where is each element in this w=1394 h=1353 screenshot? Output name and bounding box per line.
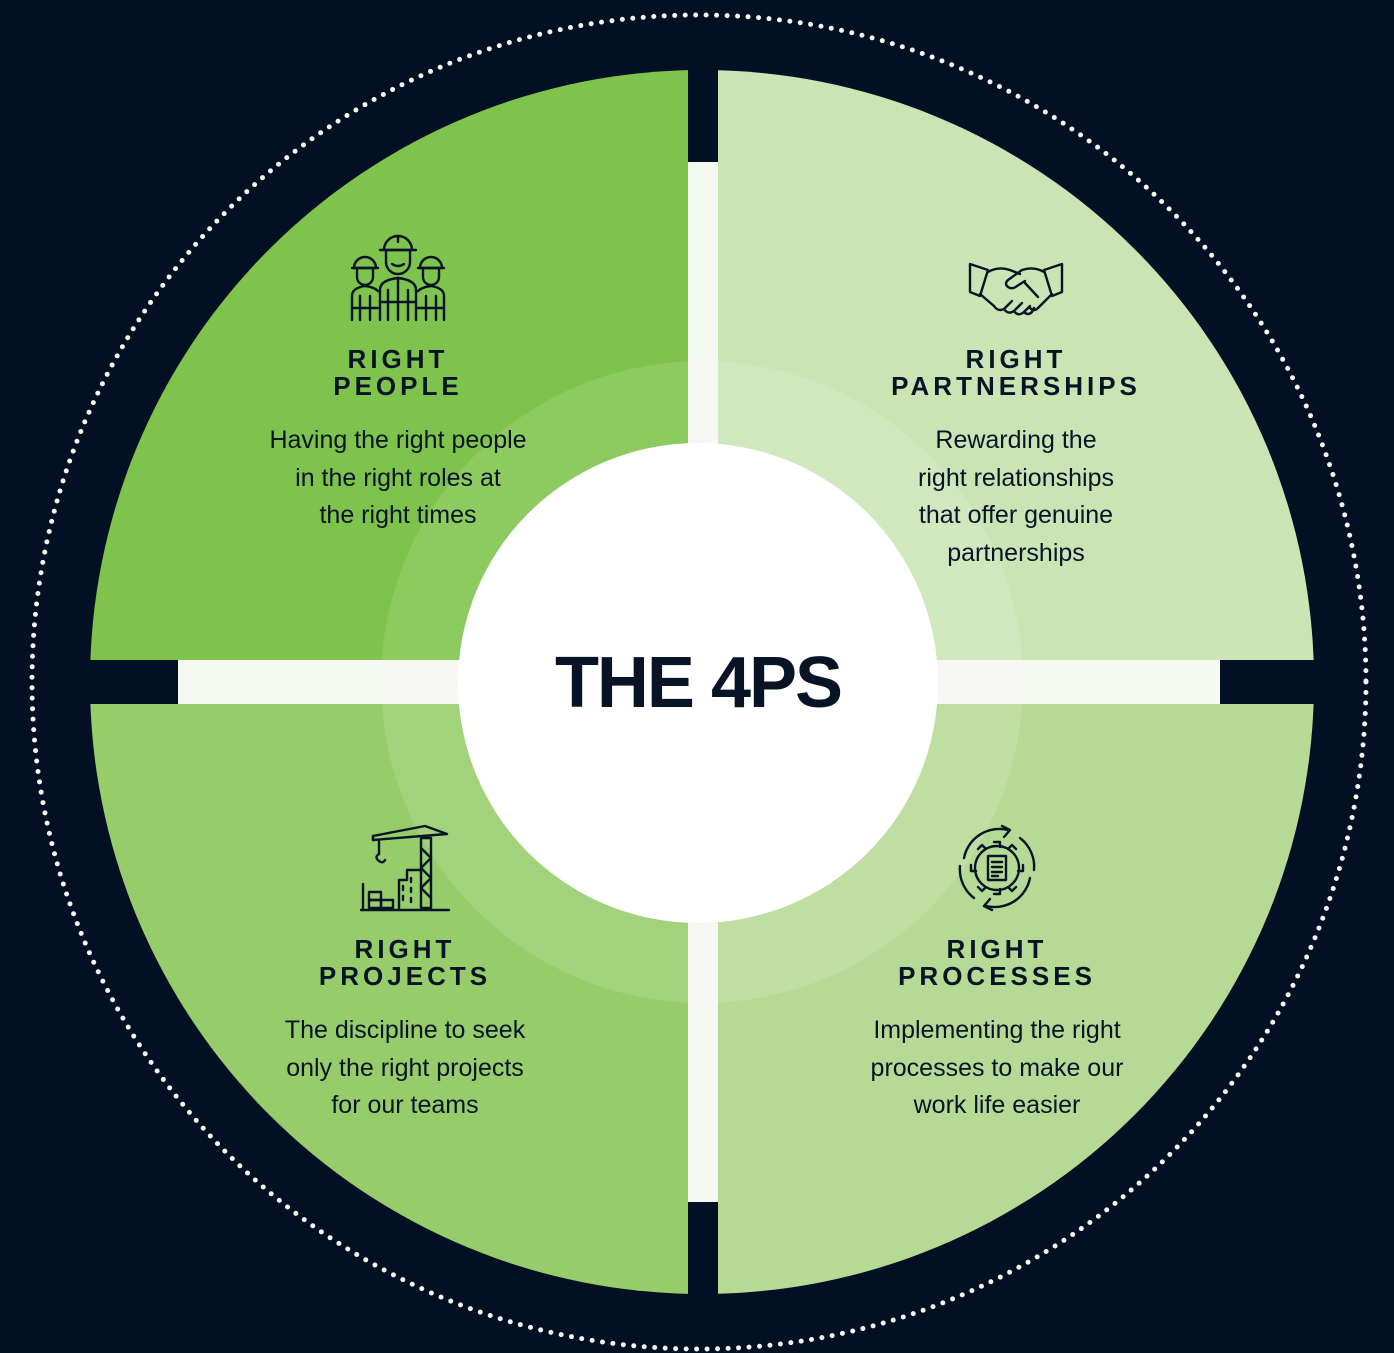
- gear-cycle-icon: [958, 824, 1036, 912]
- quadrant-processes-heading: RIGHT PROCESSES: [898, 934, 1096, 991]
- crane-building-icon: [359, 824, 451, 912]
- quadrant-processes: RIGHT PROCESSES Implementing the right p…: [827, 824, 1167, 1125]
- quadrant-processes-description: Implementing the right processes to make…: [870, 1016, 1124, 1119]
- quadrant-projects-heading: RIGHT PROJECTS: [318, 934, 492, 991]
- construction-workers-icon: [350, 234, 446, 322]
- center-title: THE 4PS: [554, 643, 843, 723]
- outer-dotted-ring: [29, 12, 1369, 1352]
- quadrant-people-description: Having the right people in the right rol…: [269, 426, 527, 529]
- handshake-icon: [968, 262, 1064, 316]
- quadrant-projects-description: The discipline to seek only the right pr…: [284, 1016, 526, 1119]
- center-circle: [458, 443, 938, 923]
- quadrant-partnerships-description: Rewarding the right relationships that o…: [918, 426, 1114, 567]
- quadrant-partnerships-heading: RIGHT PARTNERSHIPS: [891, 344, 1141, 401]
- quadrant-people-heading: RIGHT PEOPLE: [333, 344, 463, 401]
- quadrant-people: RIGHT PEOPLE Having the right people in …: [228, 228, 568, 535]
- quadrant-partnerships: RIGHT PARTNERSHIPS Rewarding the right r…: [846, 254, 1186, 572]
- quadrant-projects: RIGHT PROJECTS The discipline to seek on…: [235, 824, 575, 1125]
